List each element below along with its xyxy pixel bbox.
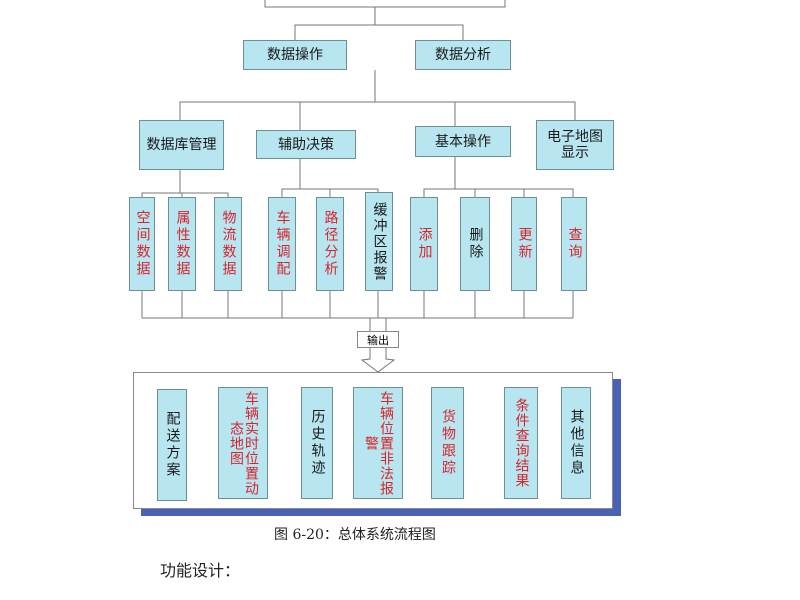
delete-node: 删除	[460, 197, 490, 291]
map-display-node: 电子地图显示	[536, 120, 614, 170]
body-text: 功能设计：	[160, 561, 241, 580]
history-track-node: 历史轨迹	[301, 387, 333, 499]
node-label: 删除	[467, 227, 484, 261]
update-node: 更新	[511, 197, 537, 291]
node-label: 车辆位置非法报警	[363, 390, 394, 496]
node-label: 其他信息	[568, 409, 585, 477]
query-node: 查询	[561, 197, 587, 291]
cargo-tracking-node: 货物跟踪	[431, 387, 464, 499]
node-label: 辅助决策	[278, 136, 334, 153]
illegal-position-alarm-node: 车辆位置非法报警	[353, 387, 403, 499]
other-info-node: 其他信息	[561, 387, 591, 499]
node-label: 缓冲区报警	[371, 201, 388, 282]
spatial-data-node: 空间数据	[129, 197, 155, 291]
decision-support-node: 辅助决策	[256, 130, 356, 159]
node-label: 数据分析	[435, 47, 491, 63]
node-label: 数据库管理	[146, 137, 217, 153]
add-node: 添加	[410, 197, 438, 291]
node-label: 空间数据	[134, 210, 151, 278]
node-label: 配送方案	[164, 411, 181, 479]
node-label: 物流数据	[220, 210, 237, 278]
node-label: 基本操作	[435, 133, 491, 150]
data-operation-node: 数据操作	[243, 40, 347, 70]
attribute-data-node: 属性数据	[168, 197, 196, 291]
path-analysis-node: 路径分析	[316, 197, 344, 291]
output-label: 输出	[357, 331, 399, 348]
node-label: 路径分析	[322, 210, 339, 278]
node-label: 货物跟踪	[440, 409, 456, 477]
node-label: 车辆调配	[274, 210, 291, 278]
node-label: 添加	[416, 227, 433, 261]
delivery-plan-node: 配送方案	[157, 389, 187, 501]
node-label: 属性数据	[174, 210, 191, 278]
node-label: 条件查询结果	[513, 398, 530, 488]
figure-caption: 图 6-20：总体系统流程图	[274, 527, 436, 543]
condition-query-result-node: 条件查询结果	[504, 387, 538, 499]
node-label: 电子地图显示	[547, 129, 603, 161]
vehicle-realtime-map-node: 车辆实时位置动态地图	[218, 387, 268, 499]
db-management-node: 数据库管理	[139, 120, 224, 170]
node-label: 车辆实时位置动态地图	[228, 390, 259, 496]
buffer-alarm-node: 缓冲区报警	[365, 192, 393, 291]
data-analysis-node: 数据分析	[415, 40, 511, 70]
node-label: 查询	[566, 227, 583, 261]
node-label: 历史轨迹	[309, 409, 326, 477]
vehicle-dispatch-node: 车辆调配	[268, 197, 296, 291]
node-label: 更新	[516, 227, 533, 261]
basic-operation-node: 基本操作	[415, 126, 511, 157]
logistics-data-node: 物流数据	[214, 197, 242, 291]
node-label: 数据操作	[267, 47, 323, 63]
